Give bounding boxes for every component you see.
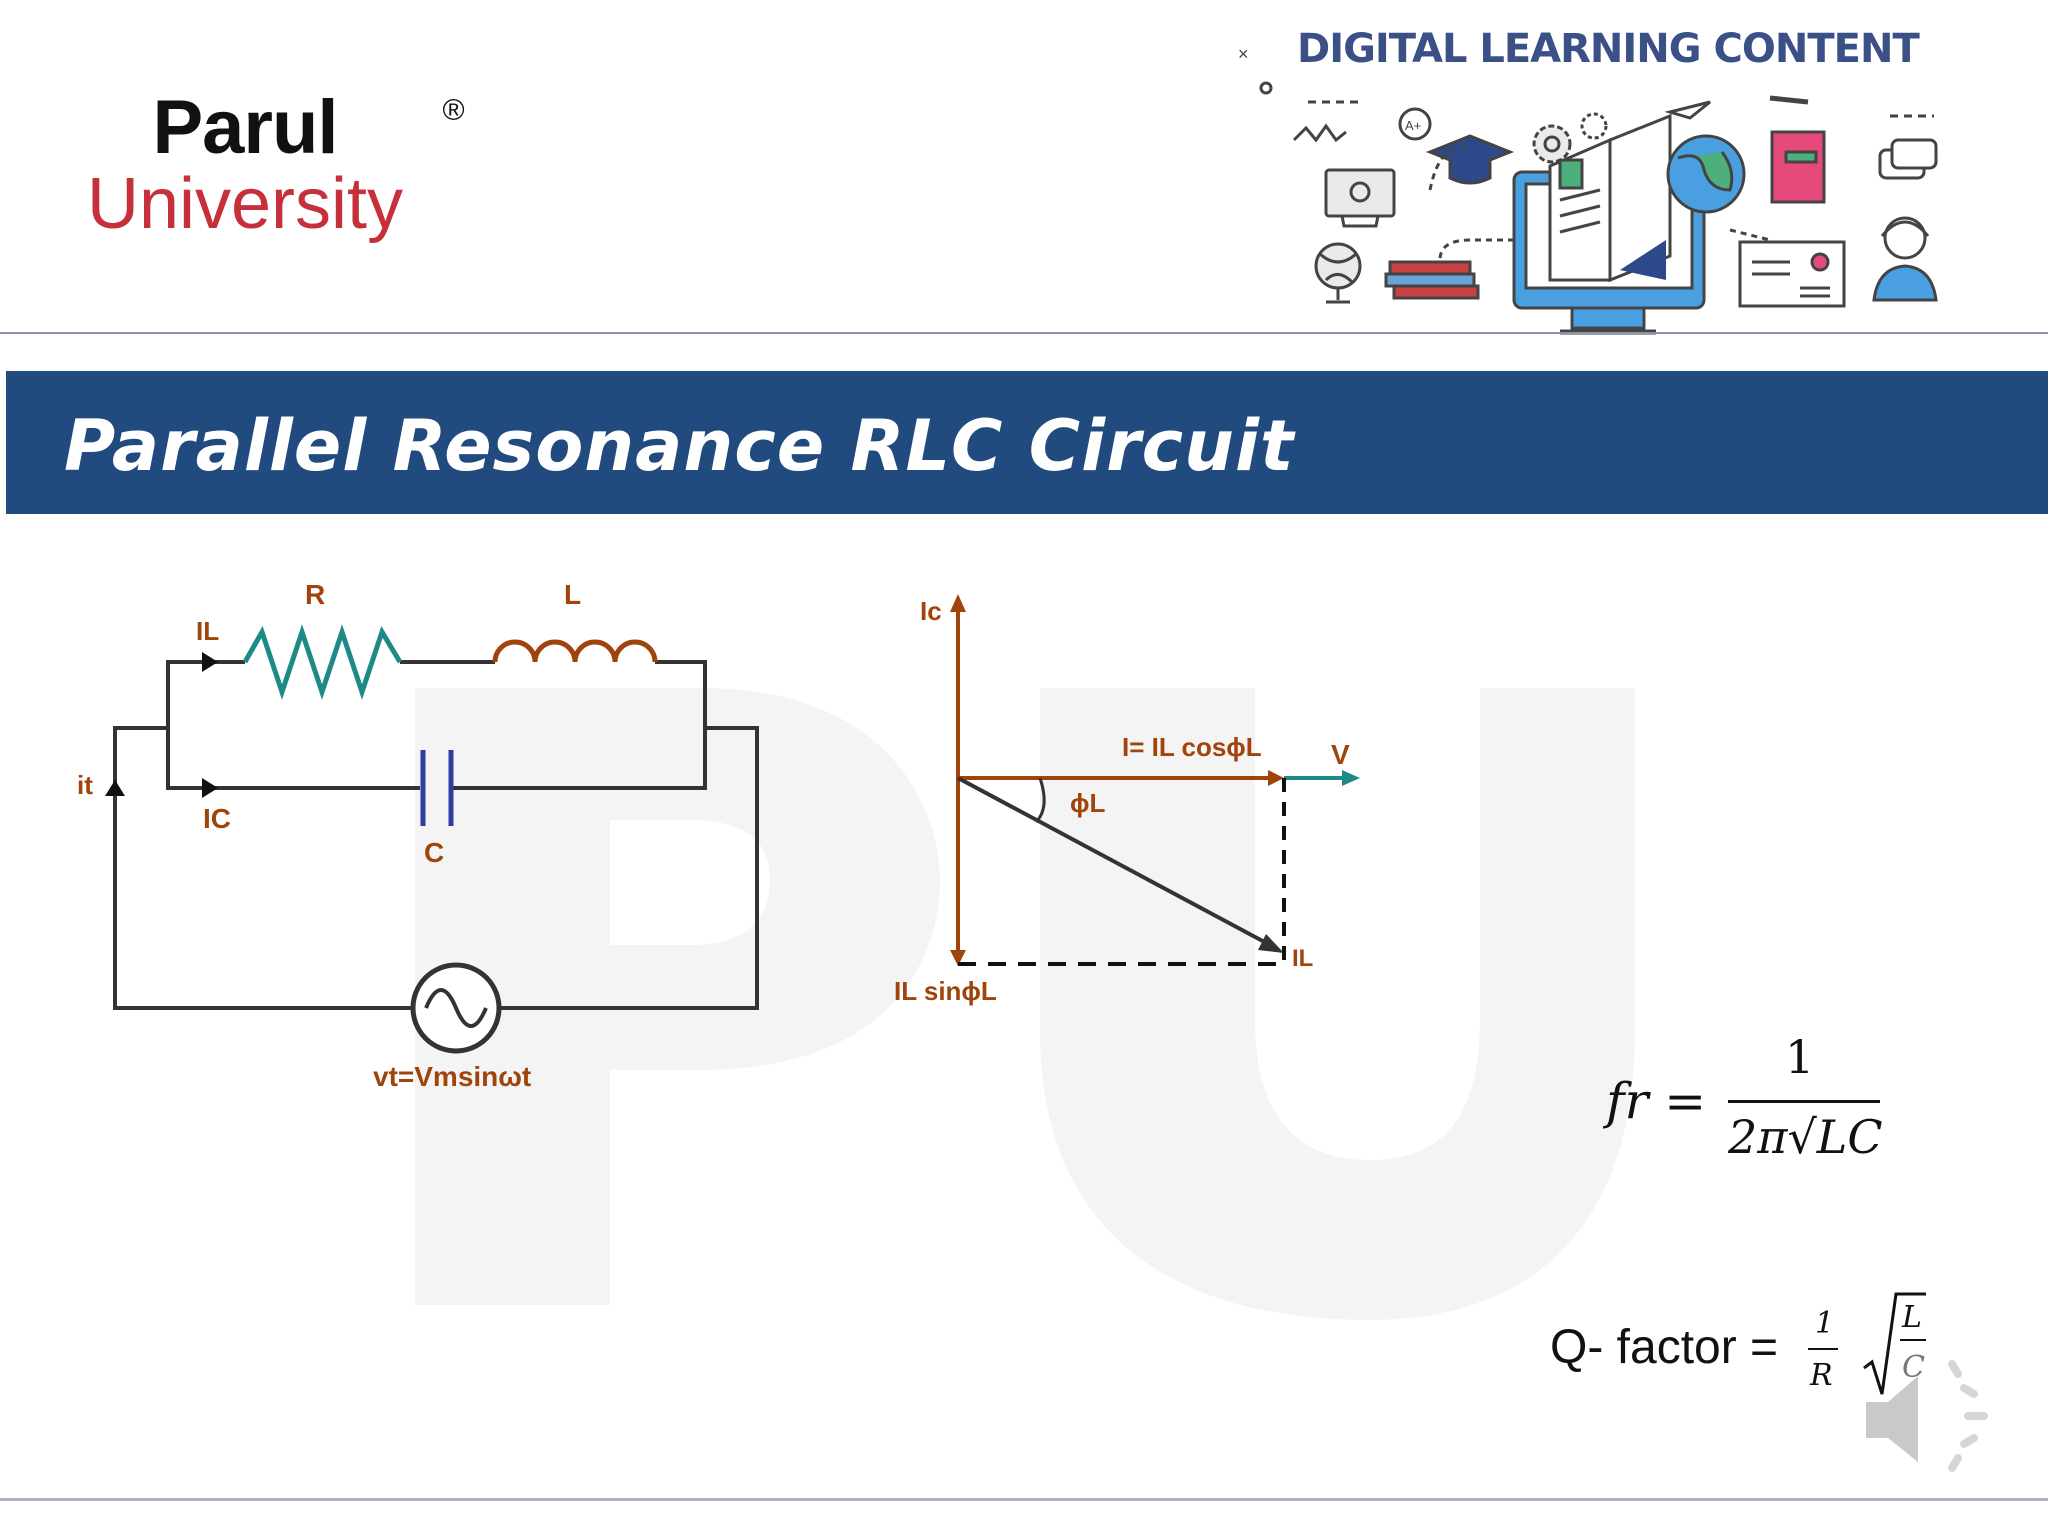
circuit-label-R: R bbox=[305, 579, 325, 610]
chat-icon bbox=[1878, 138, 1938, 180]
books-icon bbox=[1384, 260, 1480, 300]
phasor-diagram: Ic I= IL cosϕL V ϕL IL IL sinϕL bbox=[894, 594, 1360, 1006]
slide-title: Parallel Resonance RLC Circuit bbox=[64, 405, 1295, 487]
arrow-V bbox=[1342, 770, 1360, 786]
q-root-denominator: C bbox=[1902, 1350, 1925, 1385]
wire-outer bbox=[113, 726, 759, 1010]
wire-top-left bbox=[166, 660, 245, 730]
arrow-IL bbox=[202, 652, 218, 672]
phasor-label-I: I= IL cosϕL bbox=[1122, 732, 1262, 762]
svg-text:A+: A+ bbox=[1405, 118, 1421, 133]
user-support-icon bbox=[1872, 216, 1938, 302]
graduation-cap-icon: A+ bbox=[1398, 107, 1515, 185]
rlc-circuit-diagram: R L C IL IC it vt=Vmsinωt bbox=[77, 579, 759, 1092]
fr-lhs: fr = bbox=[1606, 1072, 1707, 1130]
registered-mark: ® bbox=[442, 94, 465, 127]
footer-divider bbox=[0, 1498, 2048, 1501]
speaker-icon[interactable] bbox=[1860, 1350, 1990, 1480]
arrow-it bbox=[105, 780, 125, 796]
ac-sine-icon bbox=[424, 988, 488, 1028]
phasor-label-phi: ϕL bbox=[1070, 788, 1105, 818]
inductor-coil bbox=[492, 639, 658, 663]
decor-dot bbox=[1259, 81, 1273, 95]
q-lhs: Q- factor = bbox=[1550, 1321, 1779, 1374]
arrow-IC bbox=[202, 778, 218, 798]
fr-fraction-bar bbox=[1728, 1100, 1880, 1103]
gear-icon bbox=[1532, 112, 1608, 164]
resistor-zigzag bbox=[242, 624, 403, 700]
digital-learning-illustration: × A+ bbox=[1238, 44, 1938, 335]
decor-wave bbox=[1292, 123, 1347, 143]
arrow-IL-phasor bbox=[1258, 934, 1284, 953]
pencil-icon bbox=[1769, 95, 1809, 105]
source-equation: vt=Vmsinωt bbox=[373, 1061, 531, 1092]
fr-numerator: 1 bbox=[1785, 1030, 1815, 1084]
video-monitor-icon bbox=[1324, 168, 1396, 228]
capacitor-symbol bbox=[420, 750, 454, 826]
logo-word-parul: Parul bbox=[152, 85, 338, 170]
circuit-label-IL: IL bbox=[196, 616, 219, 646]
arrow-I bbox=[1268, 770, 1284, 786]
main-monitor-icon bbox=[1512, 113, 1706, 335]
phasor-label-Ic: Ic bbox=[920, 596, 942, 626]
digital-learning-title: DIGITAL LEARNING CONTENT bbox=[1297, 26, 1920, 72]
phasor-label-ILsin: IL sinϕL bbox=[894, 976, 997, 1006]
logo-word-university: University bbox=[86, 164, 404, 244]
wire-cap-branch bbox=[166, 730, 707, 790]
q-root-numerator: L bbox=[1902, 1300, 1922, 1335]
paper-plane-icon bbox=[1664, 100, 1711, 120]
q-root-symbol bbox=[1863, 1292, 1926, 1395]
circuit-label-L: L bbox=[564, 579, 581, 610]
circuit-label-C: C bbox=[424, 837, 444, 868]
earth-globe-icon bbox=[1666, 134, 1746, 214]
arrow-ILsin-down bbox=[950, 950, 966, 966]
fr-denominator: 2π√LC bbox=[1728, 1110, 1883, 1164]
arrow-Ic-up bbox=[950, 594, 966, 612]
circuit-label-it: it bbox=[77, 770, 93, 800]
phase-angle-arc bbox=[1034, 777, 1046, 824]
phasor-label-IL: IL bbox=[1292, 945, 1313, 972]
circuit-label-IC: IC bbox=[203, 803, 231, 834]
q-numerator: 1 bbox=[1815, 1306, 1835, 1341]
globe-icon bbox=[1314, 242, 1362, 304]
certificate-icon bbox=[1738, 240, 1846, 308]
header-divider bbox=[0, 332, 2048, 334]
q-denominator: R bbox=[1810, 1358, 1833, 1393]
university-logo: Parul ® University bbox=[60, 85, 465, 244]
wire-top-right bbox=[655, 660, 707, 730]
q-fraction-bar bbox=[1808, 1348, 1838, 1350]
phasor-label-V: V bbox=[1331, 739, 1350, 770]
connector-dashes bbox=[1428, 147, 1771, 261]
decor-x: × bbox=[1238, 44, 1249, 64]
notebook-icon bbox=[1770, 130, 1826, 204]
phasor-IL-vector bbox=[957, 776, 1273, 948]
title-banner: Parallel Resonance RLC Circuit bbox=[6, 371, 2048, 514]
